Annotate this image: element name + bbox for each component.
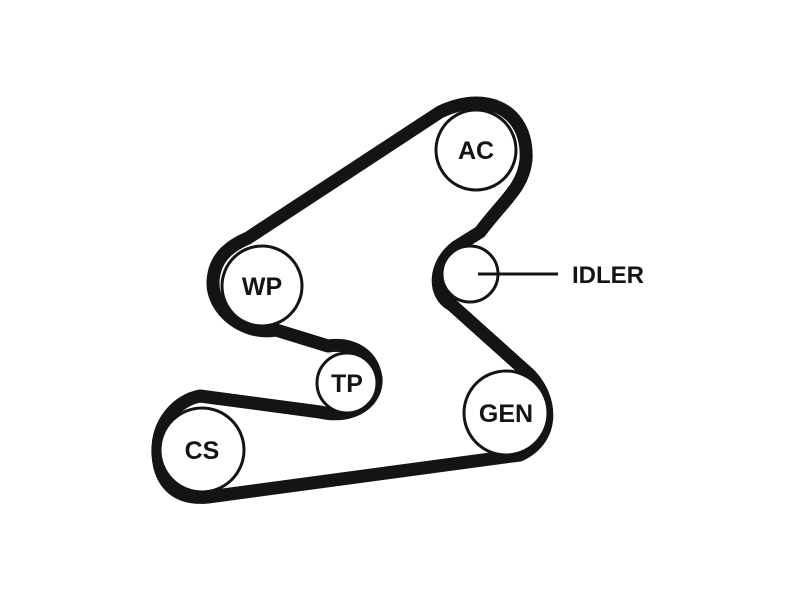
wp-pulley-label: WP [242,273,282,301]
wp-pulley: WP [220,244,304,328]
tp-pulley: TP [315,351,379,415]
ac-pulley-label: AC [458,137,494,165]
gen-pulley-label: GEN [479,400,533,428]
serpentine-belt [151,96,554,504]
tp-pulley-label: TP [331,370,363,398]
cs-pulley: CS [158,406,246,494]
idler-callout-label: IDLER [572,262,644,289]
cs-pulley-label: CS [185,437,220,465]
ac-pulley: AC [434,108,518,192]
gen-pulley: GEN [462,369,550,457]
